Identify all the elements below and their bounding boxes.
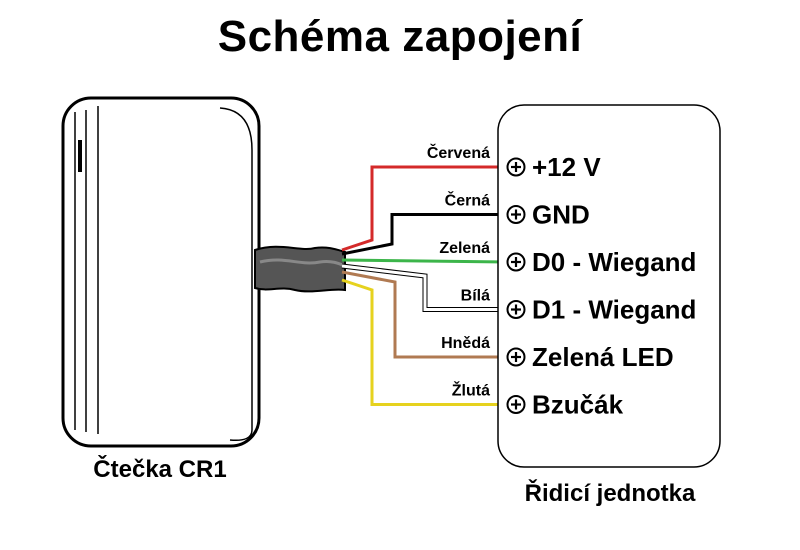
reader-slot bbox=[78, 140, 82, 172]
wire-label: Hnědá bbox=[441, 335, 490, 352]
terminal-label: Bzučák bbox=[532, 390, 624, 420]
wire-label: Červená bbox=[427, 143, 490, 162]
terminal-screw-icon bbox=[506, 252, 526, 272]
cable-highlight bbox=[259, 258, 346, 268]
wire-3 bbox=[341, 258, 507, 264]
page-title: Schéma zapojení bbox=[217, 12, 583, 61]
wire-6 bbox=[341, 278, 506, 406]
wire-label: Zelená bbox=[439, 240, 490, 257]
wire-1 bbox=[341, 165, 506, 252]
cable-bundle bbox=[254, 245, 346, 293]
terminal-label: D0 - Wiegand bbox=[532, 247, 696, 277]
wire-5 bbox=[341, 270, 506, 359]
terminal-screw-icon bbox=[506, 205, 526, 224]
terminal-screw-icon bbox=[506, 157, 526, 177]
reader-side-curve bbox=[219, 107, 253, 442]
wire-4 bbox=[341, 264, 506, 311]
card-reader bbox=[61, 96, 261, 448]
wire-label: Bílá bbox=[461, 288, 490, 305]
wire-label: Černá bbox=[445, 191, 490, 210]
wire-2 bbox=[341, 213, 506, 256]
reader-body bbox=[61, 96, 261, 448]
reader-label: Čtečka CR1 bbox=[93, 456, 227, 483]
control-unit-label: Řidicí jednotka bbox=[524, 480, 696, 507]
terminal-label: D1 - Wiegand bbox=[532, 295, 696, 325]
terminal-screw-icon bbox=[506, 300, 526, 319]
terminal-screw-icon bbox=[506, 395, 526, 414]
terminal-screw-icon bbox=[506, 347, 526, 367]
wire-label: Žlutá bbox=[452, 381, 490, 400]
terminal-label: +12 V bbox=[532, 152, 601, 182]
terminal-label: GND bbox=[532, 200, 590, 230]
control-unit-box bbox=[497, 104, 721, 468]
terminal-label: Zelená LED bbox=[532, 342, 674, 372]
cable-sheath bbox=[254, 245, 346, 293]
